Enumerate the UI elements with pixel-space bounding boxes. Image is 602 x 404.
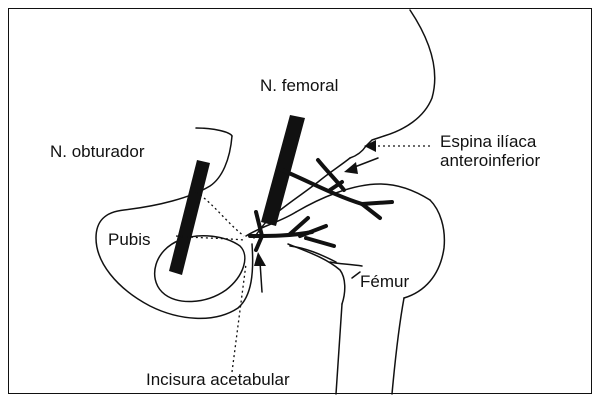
- acetabular-notch-label: Incisura acetabular: [146, 370, 290, 390]
- aiis-label-line1: Espina ilíaca: [440, 132, 536, 152]
- pubis-label: Pubis: [108, 230, 151, 250]
- obturator-nerve-bar: [169, 160, 210, 275]
- notch-pointer-line: [260, 262, 262, 292]
- aiis-label-line2: anteroinferior: [440, 151, 540, 171]
- pubis-superior-curve: [196, 128, 232, 136]
- obturator-nerve-label: N. obturador: [50, 142, 145, 162]
- ilium-outline: [350, 10, 435, 158]
- notch-leader-line: [232, 264, 246, 372]
- femoral-pointer-arrowhead: [344, 162, 358, 174]
- obturator-dotted-path: [196, 192, 244, 236]
- femoral-nerve-label: N. femoral: [260, 76, 338, 96]
- femoral-nerve-branches: [282, 160, 392, 218]
- femur-shaft-left: [336, 304, 342, 394]
- femur-shaft-right: [392, 298, 404, 394]
- femoral-head: [404, 200, 444, 298]
- obturator-foramen: [155, 236, 245, 302]
- pubis-outline: [96, 136, 253, 318]
- femur-label: Fémur: [360, 272, 409, 292]
- femur-leader: [352, 272, 360, 278]
- femoral-neck-upper: [296, 184, 430, 212]
